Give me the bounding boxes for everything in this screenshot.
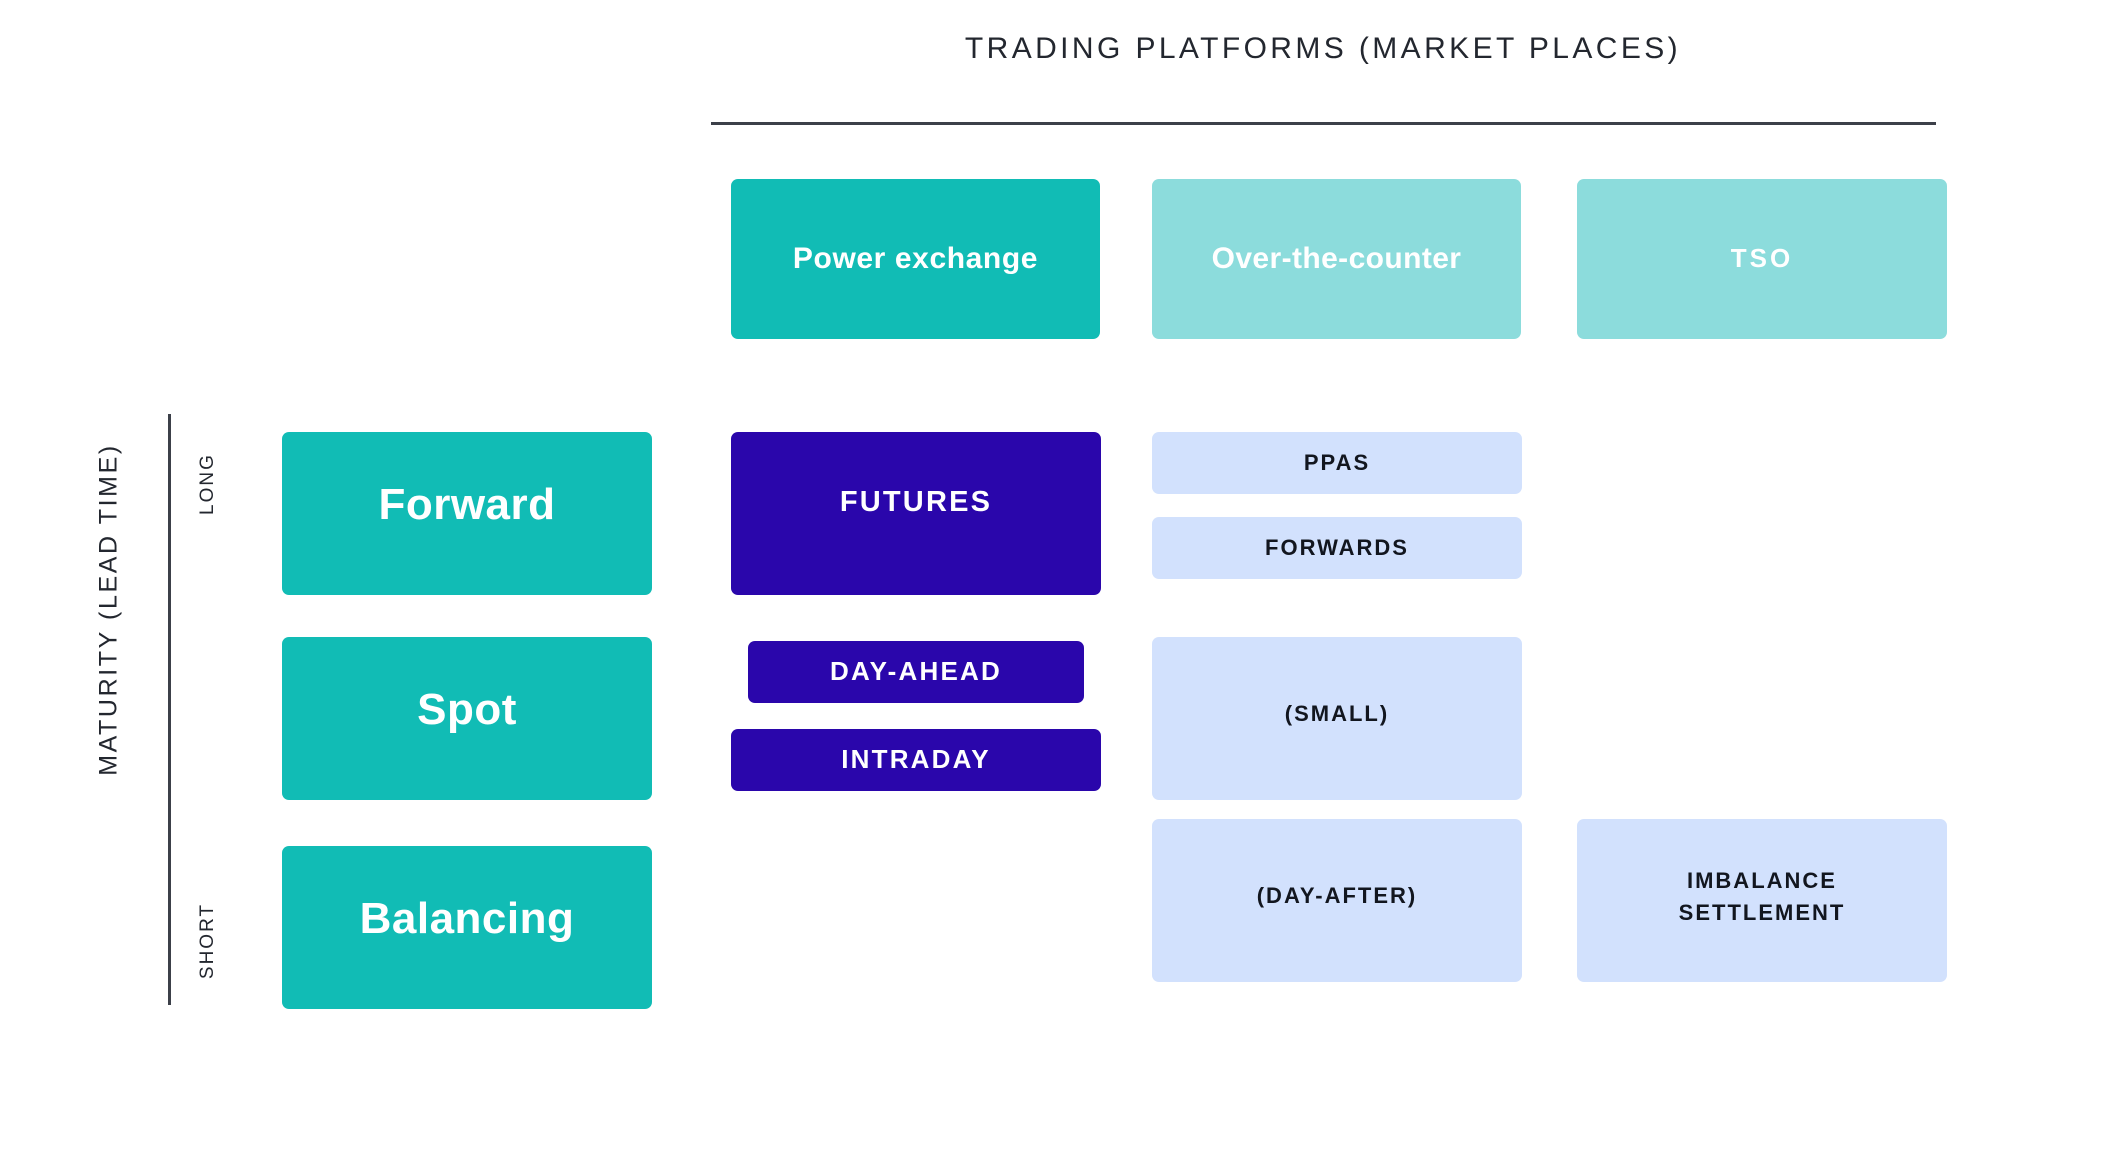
axis-tick-long: LONG <box>197 453 218 515</box>
maturity-axis-line <box>168 414 171 1005</box>
product-card-forwards[interactable]: FORWARDS <box>1152 517 1522 579</box>
product-card-ppas[interactable]: PPAS <box>1152 432 1522 494</box>
product-card-futures[interactable]: FUTURES <box>731 432 1101 595</box>
maturity-card-forward[interactable]: Forward <box>282 432 652 595</box>
product-card-imbalance-settlement[interactable]: IMBALANCE SETTLEMENT <box>1577 819 1947 982</box>
maturity-axis-label: MATURITY (LEAD TIME) <box>94 443 123 776</box>
imbalance-line-1: IMBALANCE <box>1686 868 1837 893</box>
platform-card-over-the-counter[interactable]: Over-the-counter <box>1152 179 1521 339</box>
title-divider <box>711 122 1936 125</box>
platform-card-power-exchange[interactable]: Power exchange <box>731 179 1100 339</box>
imbalance-line-2: SETTLEMENT <box>1678 899 1846 925</box>
product-card-day-ahead[interactable]: DAY-AHEAD <box>748 641 1084 703</box>
maturity-card-spot[interactable]: Spot <box>282 637 652 800</box>
product-card-small[interactable]: (SMALL) <box>1152 637 1522 800</box>
maturity-card-balancing[interactable]: Balancing <box>282 846 652 1009</box>
product-card-day-after[interactable]: (DAY-AFTER) <box>1152 819 1522 982</box>
product-card-intraday[interactable]: INTRADAY <box>731 729 1101 791</box>
platform-card-tso[interactable]: TSO <box>1577 179 1947 339</box>
page-title: TRADING PLATFORMS (MARKET PLACES) <box>964 32 1682 65</box>
axis-tick-short: SHORT <box>197 902 218 980</box>
